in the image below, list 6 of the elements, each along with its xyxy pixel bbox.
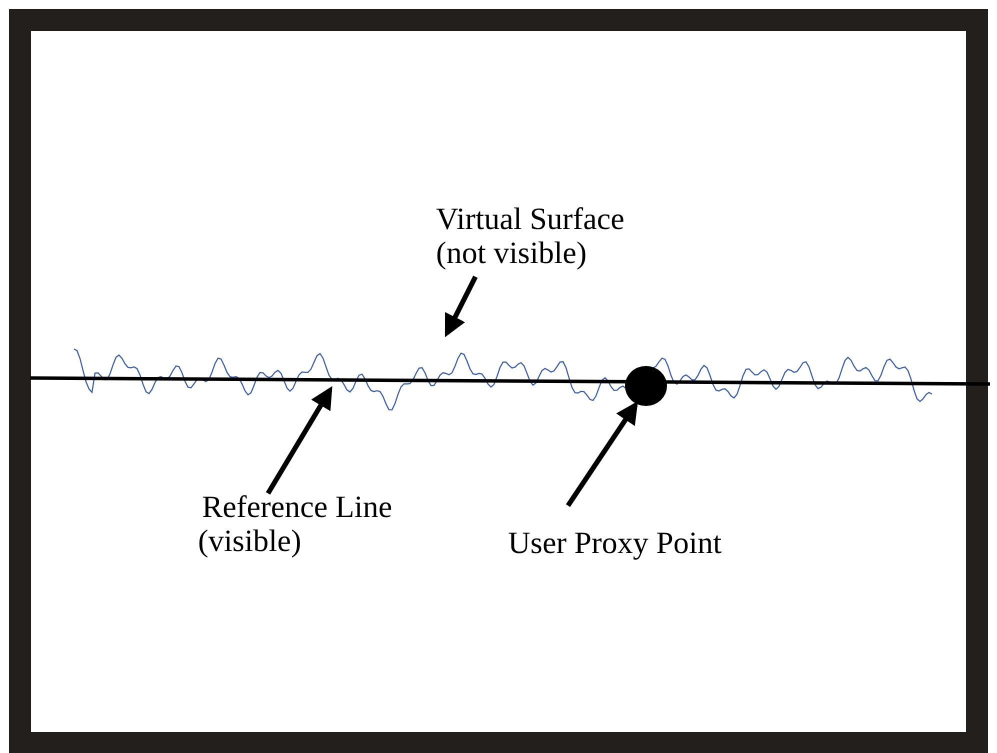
- leader-arrow: [444, 276, 478, 338]
- callout-label: Virtual Surface (not visible): [436, 202, 668, 270]
- leader-arrow: [566, 401, 638, 507]
- callout-label: Reference Line (visible): [198, 490, 448, 558]
- leader-arrow: [266, 386, 332, 495]
- callout-label: User Proxy Point: [508, 526, 808, 560]
